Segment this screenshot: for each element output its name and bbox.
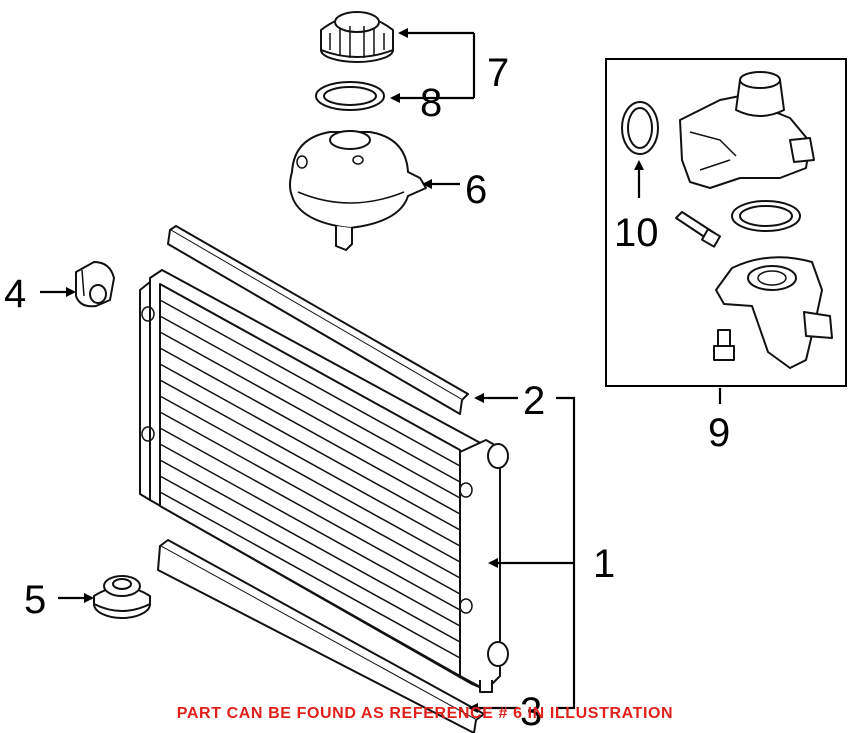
- mount-bushing-upper: [75, 261, 115, 308]
- callout-9: 9: [708, 411, 730, 455]
- callout-3: 3: [520, 690, 542, 733]
- mount-bushing-lower: [93, 575, 151, 619]
- radiator: [139, 269, 509, 693]
- callout-5: 5: [24, 578, 46, 622]
- callout-7: 7: [487, 51, 509, 95]
- leader-lines: [40, 28, 722, 713]
- callout-10: 10: [614, 211, 659, 255]
- callout-1: 1: [593, 542, 615, 586]
- reservoir-cap: [320, 11, 394, 63]
- callout-8: 8: [420, 81, 442, 125]
- footer-note: PART CAN BE FOUND AS REFERENCE # 6 IN IL…: [176, 705, 674, 722]
- cap-seal-ring: [315, 81, 385, 111]
- callout-2: 2: [523, 379, 545, 423]
- callout-4: 4: [4, 272, 26, 316]
- lower-seal-strip: [157, 539, 485, 733]
- thermostat-housing-inset: [605, 58, 847, 387]
- callout-6: 6: [465, 168, 487, 212]
- upper-seal-strip: [167, 225, 469, 415]
- expansion-tank: [289, 130, 427, 251]
